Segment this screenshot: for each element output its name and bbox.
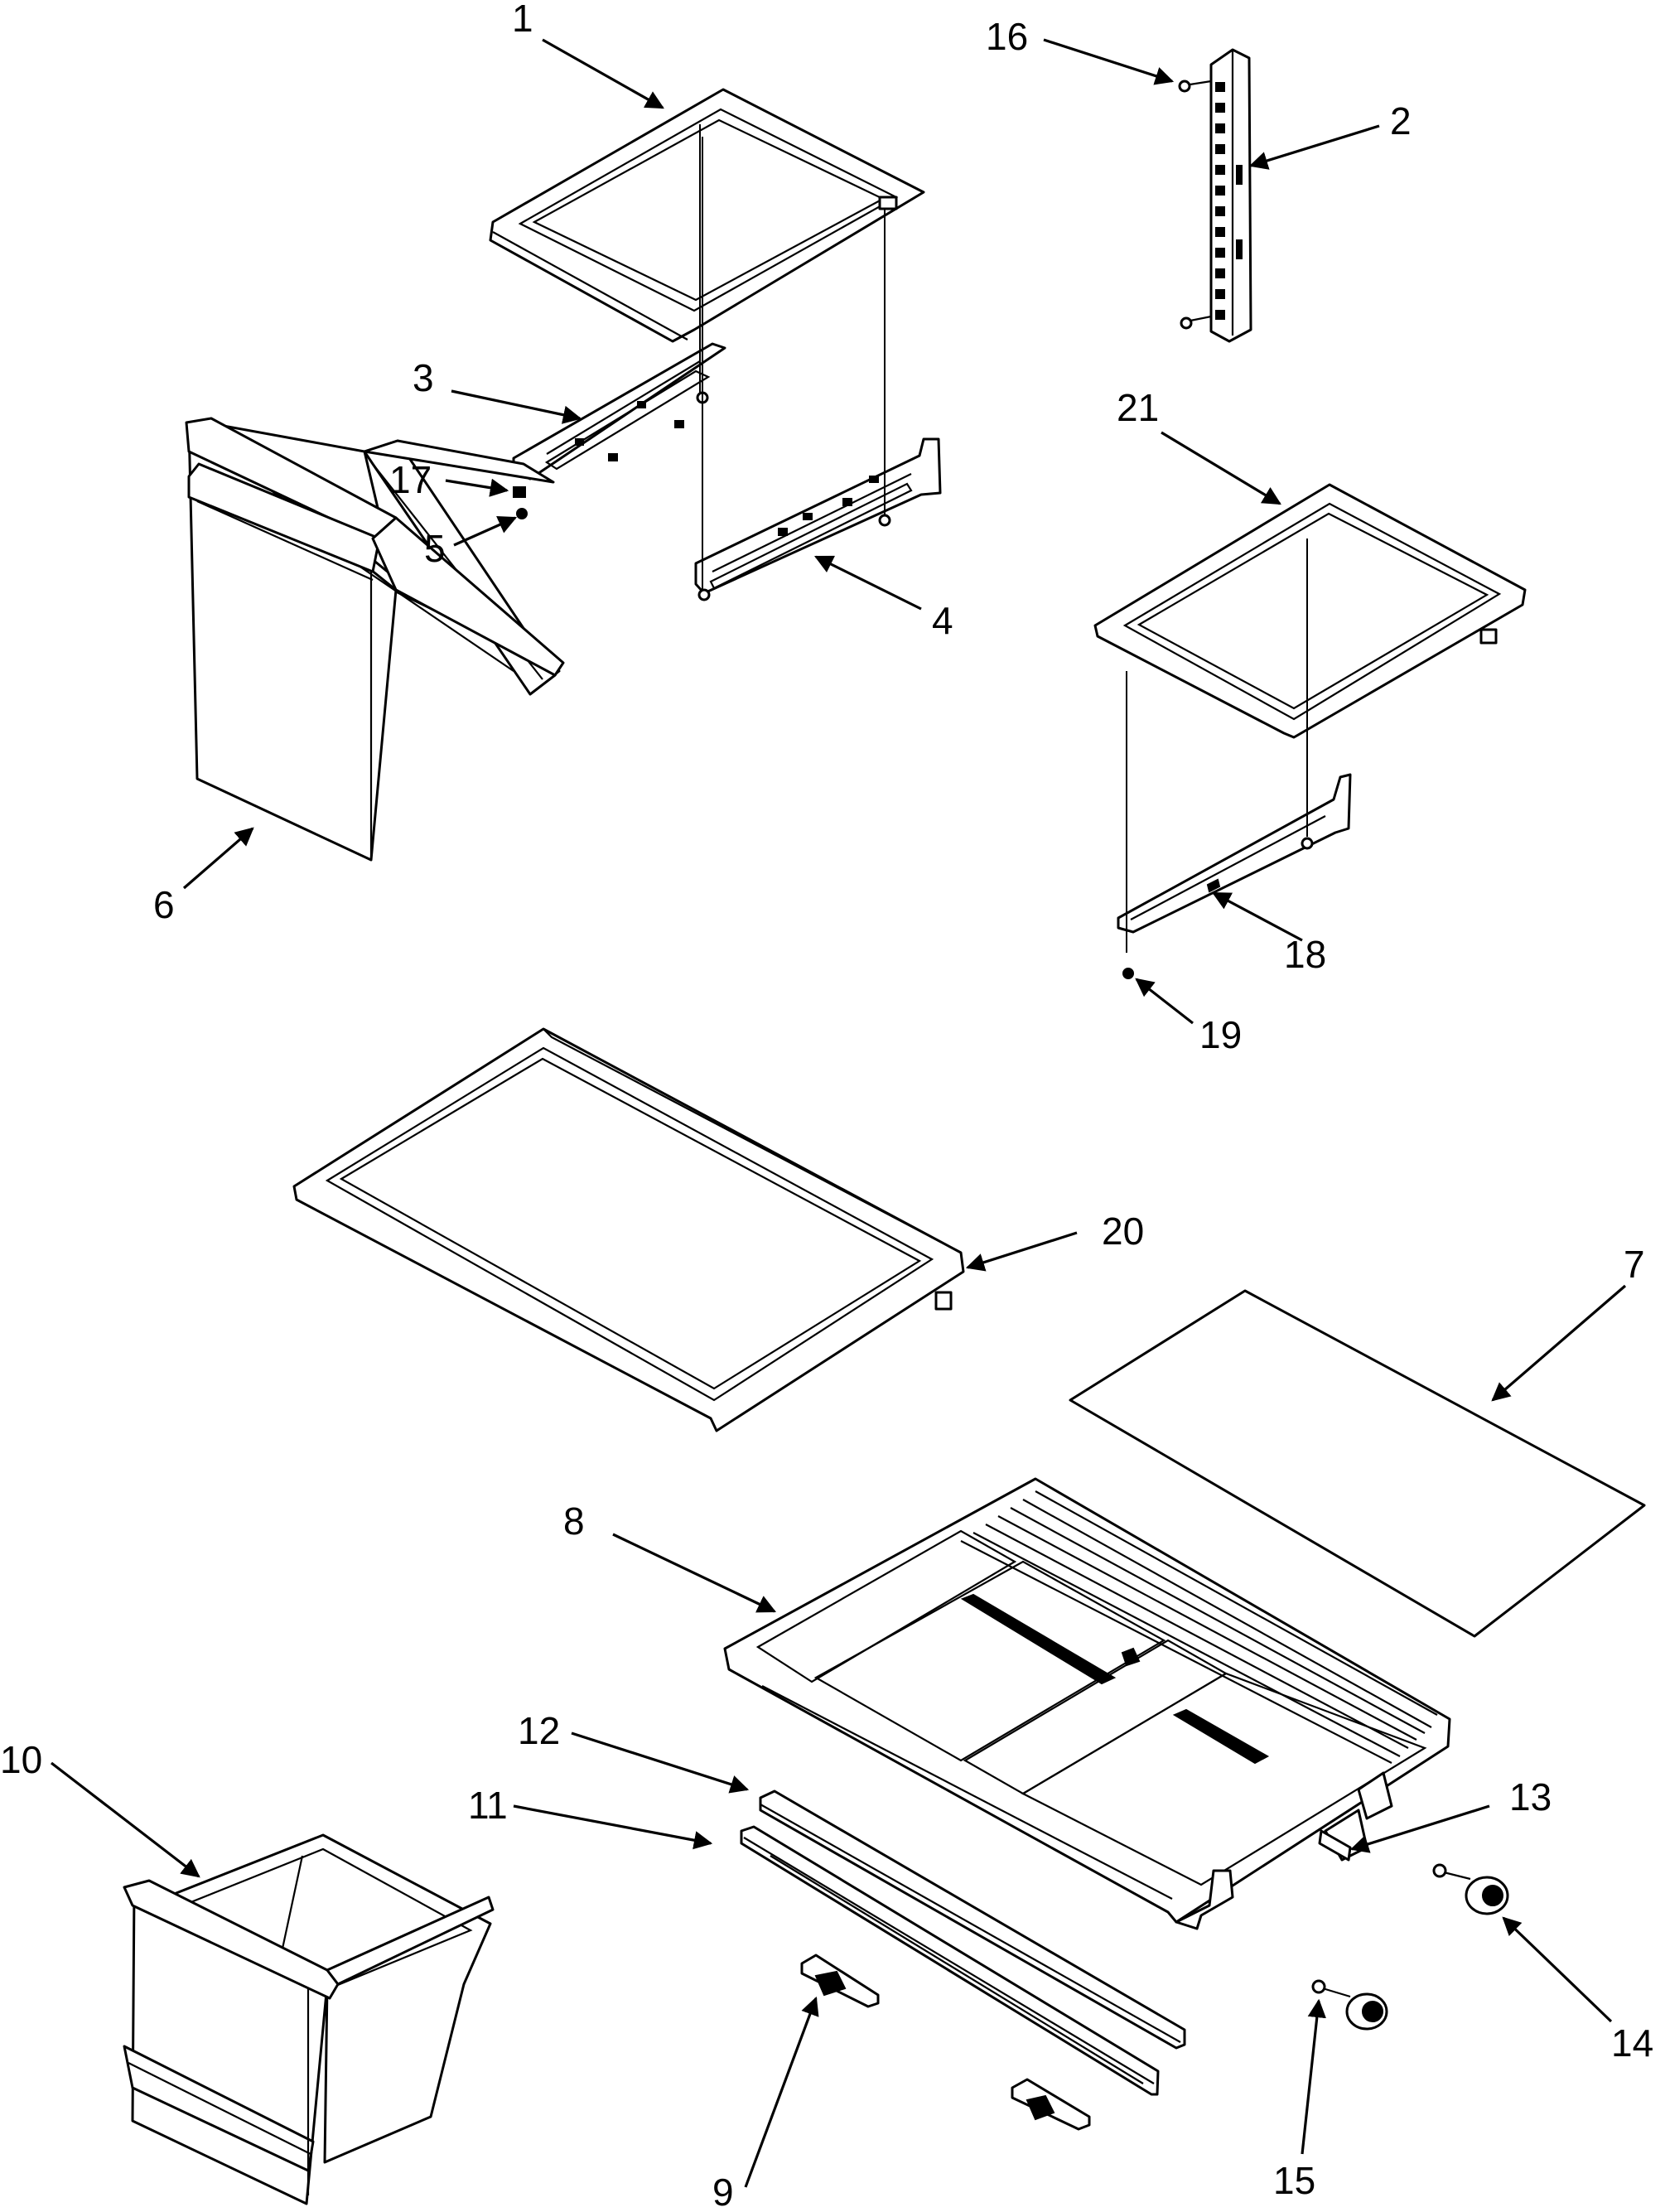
callout-20: 20	[1102, 1210, 1144, 1253]
callout-16: 16	[986, 15, 1028, 58]
part-9-slide-b	[1011, 2078, 1091, 2131]
part-14-roller	[1432, 1863, 1509, 1915]
leader-16	[1043, 38, 1175, 85]
part-5-screw	[516, 508, 528, 519]
part-6-small-drawer	[185, 417, 565, 862]
part-21-right-shelf	[1093, 483, 1527, 739]
callout-7: 7	[1624, 1243, 1645, 1286]
part-17-clip	[513, 486, 526, 498]
callout-21: 21	[1117, 386, 1159, 429]
leader-20	[965, 1231, 1078, 1272]
callout-4: 4	[932, 599, 953, 642]
part-1-upper-shelf	[489, 88, 925, 343]
leader-3	[451, 389, 582, 424]
callout-2: 2	[1390, 99, 1412, 142]
leader-8	[612, 1533, 777, 1613]
part-15-roller	[1311, 1979, 1388, 2031]
leader-9	[744, 1996, 819, 2188]
part-13-clip	[1318, 1829, 1352, 1862]
leader-14	[1502, 1916, 1613, 2023]
leader-12	[571, 1731, 750, 1794]
leader-13	[1349, 1804, 1490, 1853]
leader-4	[813, 555, 922, 611]
callout-5: 5	[424, 527, 446, 570]
callout-13: 13	[1509, 1775, 1552, 1818]
part-2-vertical-rail	[1178, 48, 1252, 343]
callout-19: 19	[1199, 1013, 1242, 1056]
part-7-glass-panel	[1069, 1289, 1646, 1638]
leader-6	[182, 827, 254, 890]
leader-21	[1161, 431, 1281, 505]
callout-12: 12	[518, 1709, 560, 1752]
callout-15: 15	[1273, 2159, 1315, 2202]
part-9-slide-a	[800, 1954, 880, 2008]
leader-5	[453, 515, 518, 547]
leader-7	[1491, 1284, 1627, 1402]
callout-10: 10	[0, 1738, 42, 1781]
callout-18: 18	[1284, 933, 1326, 976]
callout-1: 1	[512, 0, 533, 40]
leader-17	[445, 478, 509, 497]
part-4-right-support	[694, 137, 942, 601]
callout-3: 3	[413, 356, 434, 399]
part-19-screw	[1122, 968, 1134, 979]
leader-lines	[51, 38, 1627, 2188]
part-11-lower-rail	[740, 1825, 1160, 2096]
part-12-upper-rail	[759, 1789, 1186, 2050]
callout-11: 11	[468, 1784, 508, 1827]
leader-1	[542, 38, 664, 109]
callout-9: 9	[712, 2171, 734, 2212]
callout-17: 17	[389, 458, 432, 501]
part-8-crisper-cover	[723, 1477, 1451, 1930]
leader-11	[513, 1804, 713, 1850]
leader-19	[1135, 978, 1194, 1025]
leader-15	[1301, 1998, 1326, 2155]
part-20-large-shelf	[292, 1027, 965, 1432]
leader-2	[1248, 124, 1380, 170]
callout-14: 14	[1611, 2021, 1653, 2065]
leader-10	[51, 1761, 200, 1878]
part-10-large-drawer	[123, 1833, 495, 2205]
callout-8: 8	[563, 1500, 585, 1543]
part-3-left-support	[512, 124, 726, 481]
leader-18	[1212, 891, 1303, 942]
part-18-shelf-bracket	[1117, 539, 1352, 953]
callout-6: 6	[153, 883, 175, 926]
